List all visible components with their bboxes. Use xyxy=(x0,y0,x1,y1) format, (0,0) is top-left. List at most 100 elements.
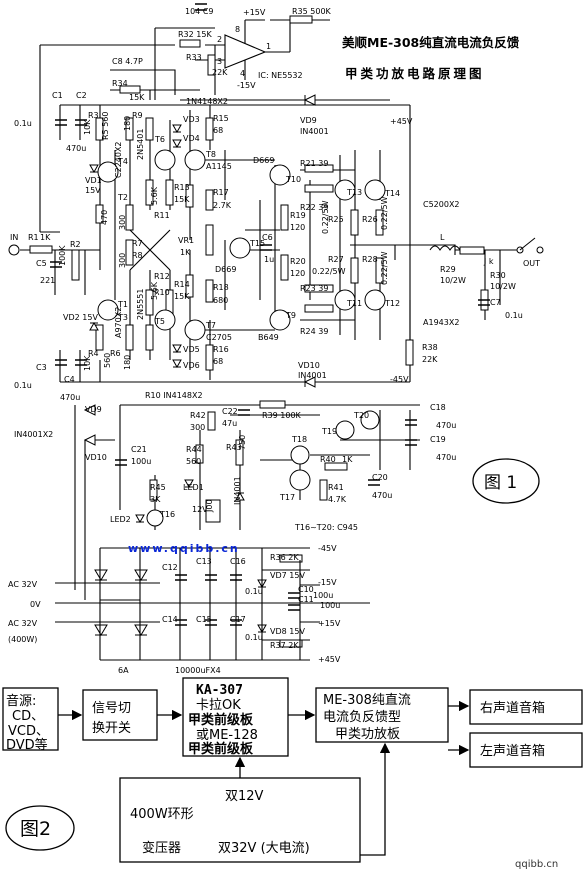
watermark-bottom: qqibb.cn xyxy=(515,859,558,870)
source-line-3: VCD、 xyxy=(8,724,49,739)
transformer-32v: 双32V (大电流) xyxy=(218,841,310,856)
label-n5401: 2N5401 xyxy=(136,129,145,160)
label-vd4: VD4 xyxy=(183,134,200,143)
label-c6v: 1u xyxy=(264,255,274,264)
label-vd8: VD8 15V xyxy=(270,627,305,636)
label-r25: R25 xyxy=(328,215,344,224)
label-ov: 0V xyxy=(30,600,41,609)
label-r25v: 0.22/5W xyxy=(321,200,330,234)
label-t7: T7 xyxy=(205,321,216,330)
label-c2240: C2240X2 xyxy=(114,141,123,178)
label-r16: R16 xyxy=(213,345,229,354)
label-c3v: 0.1u xyxy=(14,381,32,390)
title-line1: 美顺ME-308纯直流电流负反馈 xyxy=(342,35,520,50)
label-r26v: 0.22/5W xyxy=(380,196,389,230)
figure-1-label: 图 1 xyxy=(484,473,517,493)
label-t2: T2 xyxy=(117,193,128,202)
label-c22: C22 xyxy=(222,407,238,416)
label-r45v: 3K xyxy=(150,495,161,504)
label-r41: R41 xyxy=(328,483,344,492)
label-c7: C7 xyxy=(490,298,501,307)
label-t13: T13 xyxy=(346,188,362,197)
label-a1145: A1145 xyxy=(206,162,232,171)
label-t3: T3 xyxy=(117,313,128,322)
label-r2v: 100K xyxy=(58,245,67,266)
label-r56kb: 5.6K xyxy=(150,281,159,300)
label-pin3: 3 xyxy=(217,57,222,66)
transformer-line-1: 400W环形 xyxy=(130,807,194,822)
source-line-2: CD、 xyxy=(12,709,44,724)
label-r8: R8 xyxy=(132,251,143,260)
label-r11: R11 xyxy=(154,211,170,220)
label-a6: 6A xyxy=(118,666,129,675)
label-pin2: 2 xyxy=(217,35,222,44)
label-r43: R43 xyxy=(226,443,242,452)
label-r26: R26 xyxy=(362,215,378,224)
block-diagram xyxy=(2,458,583,863)
title-line2: 甲类功放电路原理图 xyxy=(345,66,485,81)
label-out: OUT xyxy=(523,259,540,268)
label-t9: T9 xyxy=(285,311,296,320)
label-c13: C13 xyxy=(196,557,212,566)
label-d669b: D669 xyxy=(215,265,236,274)
label-r4: R4 xyxy=(88,349,99,358)
label-c6: C6 xyxy=(262,233,273,242)
label-r32: R32 15K xyxy=(178,30,212,39)
label-r37: R37 2K xyxy=(270,641,299,650)
label-vd9: VD9 xyxy=(85,405,102,414)
label-vd2: VD2 15V xyxy=(63,313,98,322)
label-r42: R42 xyxy=(190,411,206,420)
preamp-line-5: 甲类前级板 xyxy=(188,741,254,757)
label-in4001t: IN4001 xyxy=(300,127,329,136)
label-led2: LED2 xyxy=(110,515,131,524)
label-c8: C8 4.7P xyxy=(112,57,143,66)
label-t19: T19 xyxy=(321,427,337,436)
amp-line-2: 电流负反馈型 xyxy=(323,710,401,725)
label-c1v: 0.1u xyxy=(14,119,32,128)
label-t18: T18 xyxy=(291,435,307,444)
source-block xyxy=(2,687,59,751)
circuit-wires xyxy=(20,19,520,600)
label-r1: R1 xyxy=(28,233,39,242)
label-r300b: 300 xyxy=(118,253,127,268)
label-r42v: 300 xyxy=(190,423,205,432)
label-r27: R27 xyxy=(328,255,344,264)
label-ac32a: AC 32V xyxy=(8,580,38,589)
label-r9v: 180 xyxy=(123,116,132,131)
label-r15v: 68 xyxy=(213,126,223,135)
label-r24: R24 39 xyxy=(300,327,328,336)
label-v12: 12V xyxy=(192,505,208,514)
label-r13: R13 xyxy=(174,183,190,192)
diode-symbols xyxy=(83,94,316,636)
label-c18: C18 xyxy=(430,403,446,412)
label-in4148top: 1N4148X2 xyxy=(186,97,228,106)
label-pin8: 8 xyxy=(235,25,240,34)
label-c470top: 470u xyxy=(66,144,86,153)
label-r5: R5 560 xyxy=(101,112,110,140)
label-t14: T14 xyxy=(384,189,400,198)
label-r33v: 22K xyxy=(212,68,228,77)
label-c18v: 470u xyxy=(436,421,456,430)
label-r28v: 0.22/5W xyxy=(380,251,389,285)
label-plus45: +45V xyxy=(390,117,413,126)
label-r29v: 10/2W xyxy=(440,276,466,285)
source-line-1: 音源: xyxy=(6,693,36,709)
label-r3: R3 xyxy=(88,111,99,120)
label-r20v: 120 xyxy=(290,269,305,278)
label-c20v: 470u xyxy=(372,491,392,500)
label-r470a: 470 xyxy=(100,210,109,225)
label-d669a: D669 xyxy=(253,156,274,165)
label-r17v: 2.7K xyxy=(213,201,232,210)
label-r39: R39 100K xyxy=(262,411,302,420)
power-supply-wires xyxy=(55,547,370,661)
preamp-line-1: KA-307 xyxy=(196,683,243,698)
label-r3v: 10K xyxy=(83,119,92,135)
label-r14: R14 xyxy=(174,280,190,289)
label-r9: R9 xyxy=(132,111,143,120)
preamp-line-2: 卡拉OK xyxy=(196,698,241,713)
label-r6: R6 xyxy=(110,349,121,358)
label-r16v: 68 xyxy=(213,357,223,366)
label-r10: R10 xyxy=(154,288,170,297)
preamp-line-4: 或ME-128 xyxy=(196,728,258,743)
label-plus15-top: +15V xyxy=(243,8,266,17)
